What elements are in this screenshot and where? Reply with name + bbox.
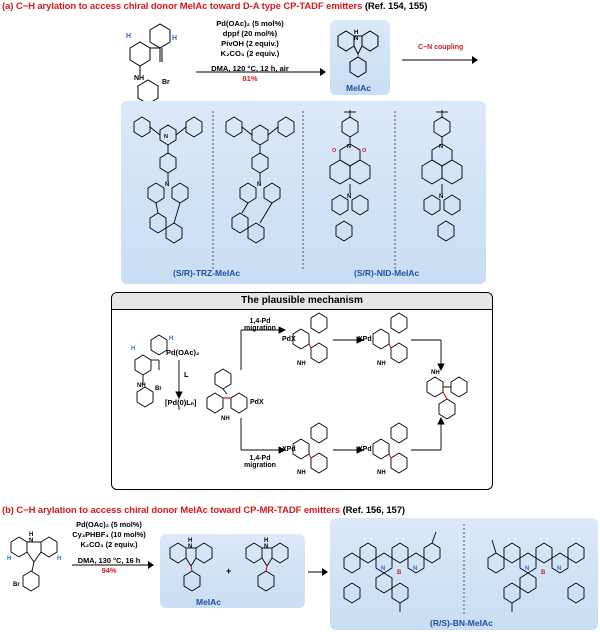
nh-label: NH: [377, 361, 386, 367]
condition-line: K₂CO₃ (2 equiv.): [80, 540, 138, 549]
xpd-label: XPd: [358, 336, 372, 343]
h-atom: H: [131, 346, 135, 352]
n-label: N: [413, 566, 417, 572]
condition-line: PivOH (2 equiv.): [221, 39, 279, 48]
xpd-label: XPd: [282, 446, 296, 453]
section-a-heading: C−H arylation to access chiral donor MeI…: [15, 1, 363, 12]
reaction-arrow-b: [72, 561, 154, 569]
cn-coupling-label: C−N coupling: [418, 44, 464, 51]
n-label: N: [347, 144, 351, 150]
nh-label: NH: [297, 470, 306, 476]
starting-material-b: H N H H Br: [7, 532, 61, 592]
pd0-label: [Pd(0)Lₙ]: [165, 398, 197, 407]
n-label: N: [381, 566, 385, 572]
meiac-label: MeIAc: [346, 83, 372, 93]
condition-line: Pd(OAc)₂ (5 mol%): [76, 520, 142, 529]
h-atom: H: [7, 556, 11, 562]
meiac-structure: H N: [337, 30, 379, 78]
bn-emitters: N N B N N B: [343, 524, 585, 614]
emitters-panel-a: [121, 101, 486, 284]
br-label: Br: [162, 79, 170, 86]
conditions-a: Pd(OAc)₂ (5 mol%) dppf (20 mol%) PivOH (…: [200, 19, 300, 84]
condition-line: DMA, 130 °C, 16 h: [77, 556, 141, 565]
br-label: Br: [155, 386, 162, 392]
b-label: B: [397, 570, 402, 576]
n-label: N: [257, 182, 261, 188]
section-b-title: (b) C−H arylation to access chiral donor…: [2, 505, 405, 516]
section-a-prefix: (a): [2, 1, 14, 12]
n-label: N: [557, 566, 561, 572]
mechanism-box: The plausible mechanism: [111, 292, 493, 490]
condition-line: Cy₃PHBF₄ (10 mol%): [72, 530, 146, 539]
n-label: N: [439, 194, 443, 200]
nh-label: H: [29, 532, 33, 538]
nh-label: H: [354, 30, 358, 36]
emitter-label-trz: (S/R)-TRZ-MeIAc: [173, 268, 241, 278]
condition-line: K₂CO₃ (2 equiv.): [220, 49, 280, 58]
h-atom: H: [57, 556, 61, 562]
cn-coupling-arrow: [402, 56, 478, 64]
h-atom: H: [169, 336, 173, 342]
section-a-refs: (Ref. 154, 155): [364, 1, 428, 12]
meiac-product-box: [330, 20, 390, 95]
condition-line: Pd(OAc)₂ (5 mol%): [216, 19, 284, 28]
xpd-label: XPd: [358, 446, 372, 453]
b-label: B: [541, 570, 546, 576]
n-label: N: [525, 566, 529, 572]
section-b-heading: C−H arylation to access chiral donor MeI…: [16, 505, 341, 516]
section-b-refs: (Ref. 156, 157): [342, 505, 406, 516]
nh-label: NH: [137, 383, 146, 389]
n-label: N: [347, 194, 351, 200]
n-label: N: [29, 538, 33, 544]
ligand-label: L: [184, 370, 189, 379]
conditions-b: Pd(OAc)₂ (5 mol%) Cy₃PHBF₄ (10 mol%) K₂C…: [68, 520, 150, 576]
n-label: N: [188, 544, 192, 550]
h-atom: H: [126, 33, 131, 40]
nh-label: NH: [377, 470, 386, 476]
section-b-prefix: (b): [2, 505, 14, 516]
o-label: O: [362, 148, 367, 154]
condition-line: dppf (20 mol%): [222, 29, 278, 38]
n-label: N: [164, 134, 168, 140]
meiac-label-b: MeIAc: [196, 597, 222, 607]
trz-meiac-s: N N: [133, 116, 203, 244]
yield-a: 81%: [242, 74, 258, 83]
nh-label: NH: [431, 370, 440, 376]
meiac-pair-b: H N H N: [169, 538, 289, 592]
n-label: N: [165, 182, 169, 188]
nid-meiac-r: N N: [421, 110, 463, 242]
h-atom: H: [172, 35, 177, 42]
emitter-label-nid: (S/R)-NID-MeIAc: [354, 268, 420, 278]
condition-line: DMA, 120 °C, 12 h, air: [211, 64, 289, 73]
nh-label: H: [264, 538, 268, 544]
n-label: N: [354, 36, 358, 42]
br-label: Br: [13, 582, 20, 588]
mechanism-diagram: H H NH Br NH NH NH NH NH NH: [131, 312, 468, 476]
section-a-title: (a) C−H arylation to access chiral donor…: [2, 1, 427, 12]
nh-label: H: [188, 538, 192, 544]
pd-oac-label: Pd(OAc)₂: [166, 348, 200, 357]
o-label: O: [332, 148, 337, 154]
plus-sign: +: [226, 566, 232, 576]
pdx-label: PdX: [282, 336, 296, 343]
nh-label: NH: [221, 416, 230, 422]
mechanism-title: The plausible mechanism: [112, 293, 492, 310]
bn-emitter-label: (R/S)-BN-MeIAc: [430, 618, 493, 628]
n-label: N: [264, 544, 268, 550]
reaction-arrow: [196, 68, 326, 76]
double-arrow-b: [308, 568, 328, 576]
nh-label: NH: [134, 75, 144, 82]
pdx-label: PdX: [250, 399, 264, 406]
nid-meiac-s: N O O N: [329, 110, 371, 242]
trz-meiac-r: N: [225, 116, 295, 244]
yield-b: 94%: [101, 566, 117, 575]
nh-label: NH: [297, 361, 306, 367]
starting-material-a: H H NH Br: [126, 23, 177, 105]
n-label: N: [439, 144, 443, 150]
